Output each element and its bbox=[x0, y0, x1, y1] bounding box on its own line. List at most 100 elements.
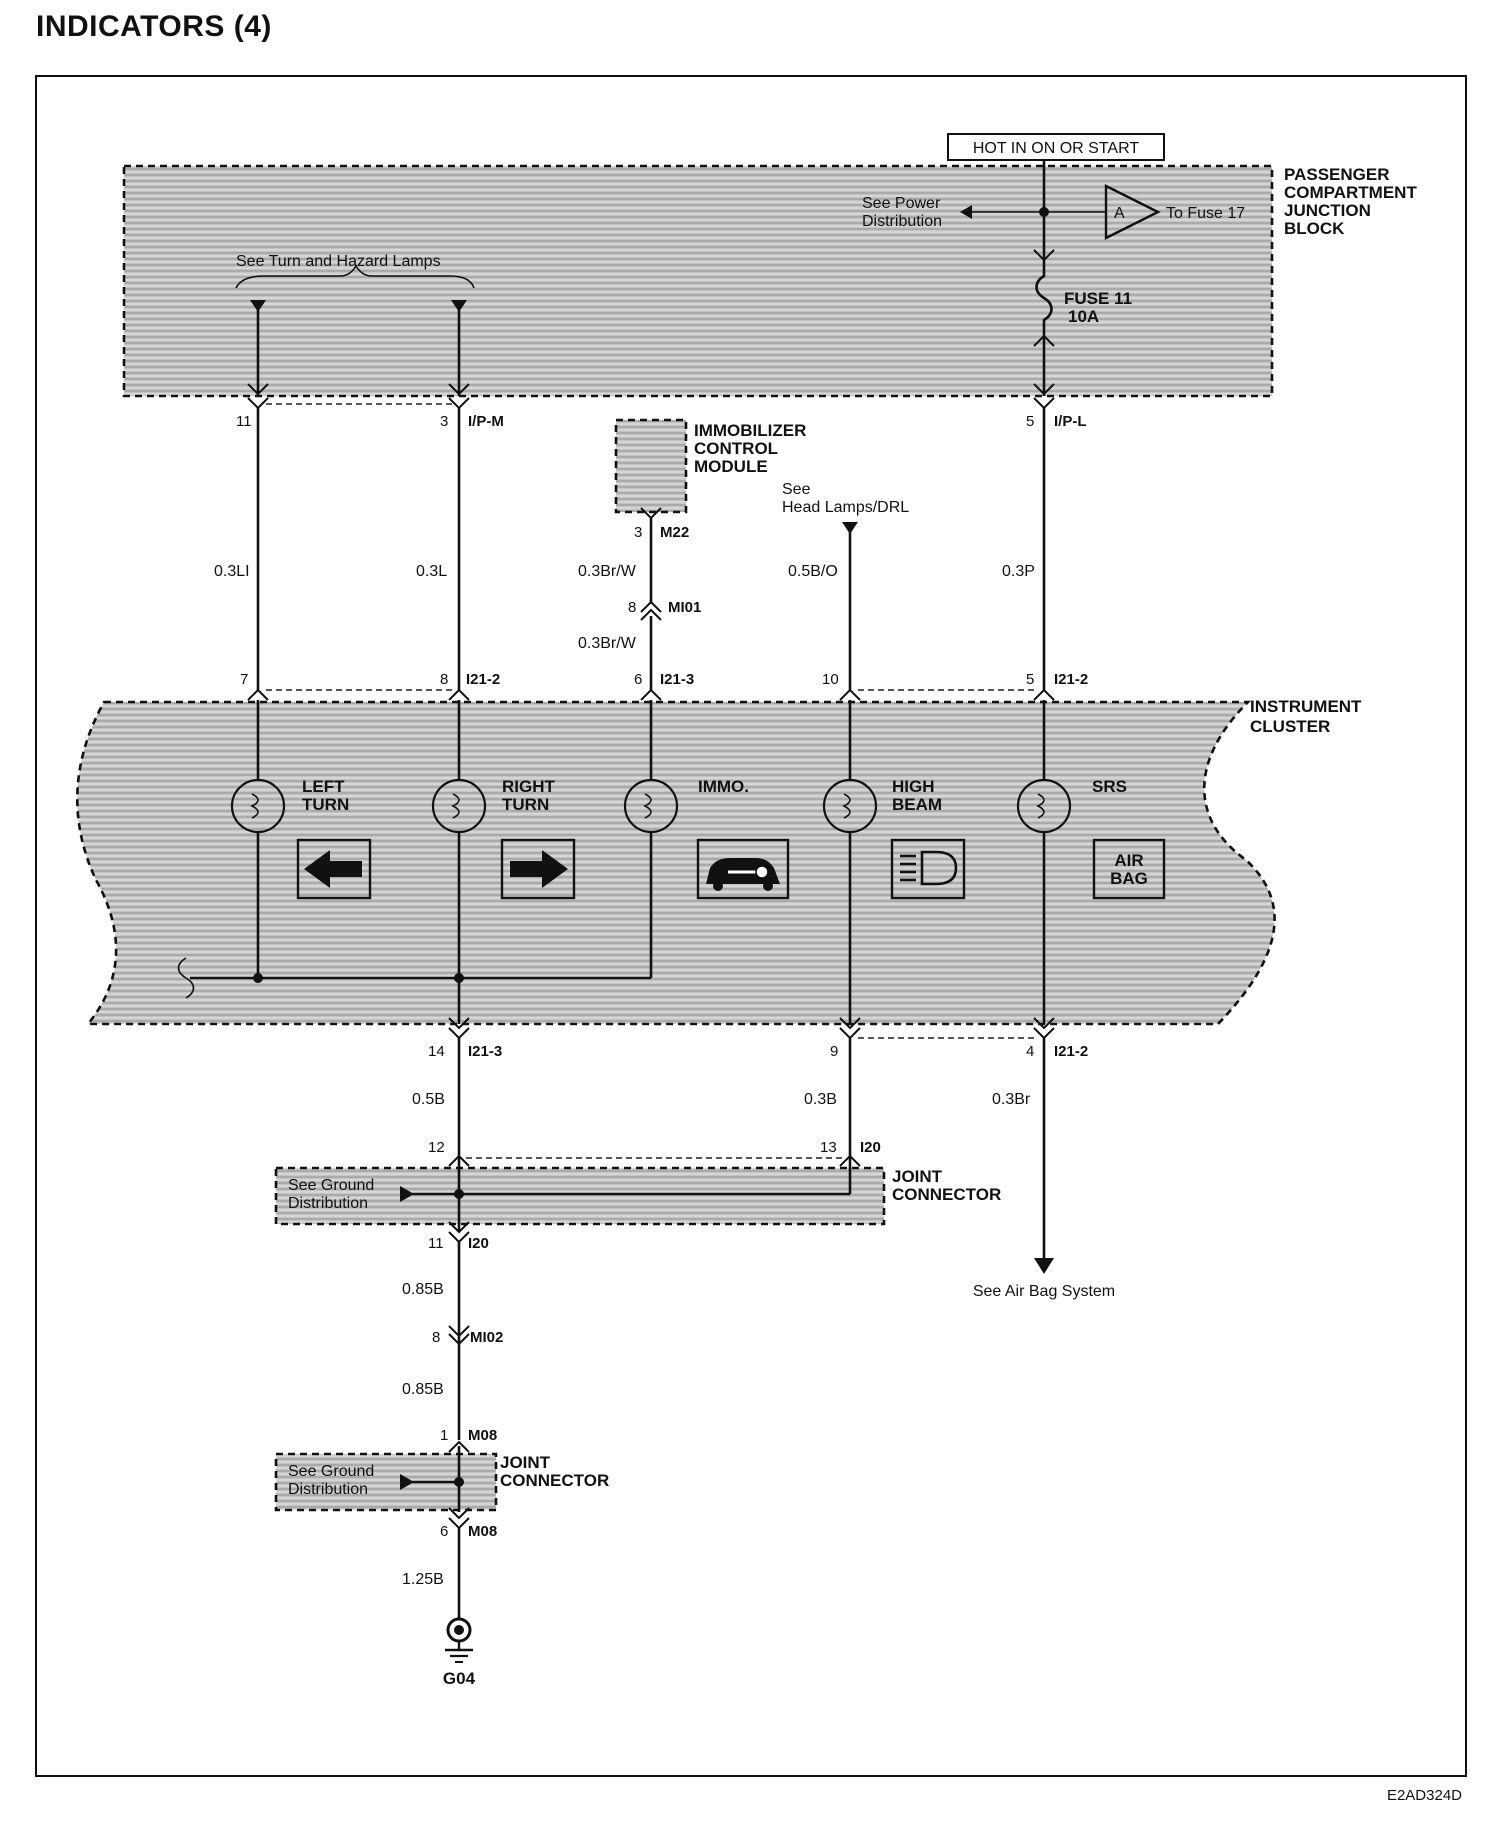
jc2-pin-6: 6 bbox=[440, 1523, 448, 1540]
mi02-pin: 8 bbox=[432, 1329, 440, 1346]
wire-srs-out: 0.3Br bbox=[992, 1091, 1031, 1108]
see-turn-hazard-label: See Turn and Hazard Lamps bbox=[236, 253, 441, 270]
jb-pin-11: 11 bbox=[236, 413, 252, 430]
jc1-pin-13: 13 bbox=[820, 1139, 837, 1156]
cluster-conn-c: I21-2 bbox=[1054, 671, 1088, 688]
cluster-bottom-conn-b: I21-2 bbox=[1054, 1043, 1088, 1060]
jc2-name-2: CONNECTOR bbox=[500, 1471, 609, 1490]
wire-srs: 0.3P bbox=[1002, 563, 1035, 580]
wire-gnd-b: 0.85B bbox=[402, 1281, 444, 1298]
cluster-splice-left bbox=[253, 973, 263, 983]
airbag-system-arrow-icon bbox=[1034, 1258, 1054, 1274]
lamp-highbeam-line2: BEAM bbox=[892, 795, 942, 814]
jb-conn-ipl: I/P-L bbox=[1054, 413, 1087, 430]
immo-name-2: CONTROL bbox=[694, 439, 778, 458]
ground-label: G04 bbox=[443, 1669, 476, 1688]
left-arrow-icon bbox=[296, 838, 372, 900]
wire-gnd-d: 1.25B bbox=[402, 1571, 444, 1588]
jc2-name-1: JOINT bbox=[500, 1453, 551, 1472]
cluster-pin-10: 10 bbox=[822, 671, 839, 688]
wire-immo-upper: 0.3Br/W bbox=[578, 563, 637, 580]
page-title: INDICATORS (4) bbox=[36, 10, 272, 43]
jc1-see-line2: Distribution bbox=[288, 1195, 368, 1212]
high-beam-bulb-icon bbox=[822, 778, 878, 834]
airbag-text-2: BAG bbox=[1110, 869, 1148, 888]
jc2-see-line2: Distribution bbox=[288, 1481, 368, 1498]
wire-right-turn: 0.3L bbox=[416, 563, 447, 580]
immo-pin-3: 3 bbox=[634, 524, 642, 541]
cluster-name-1: INSTRUMENT bbox=[1250, 697, 1362, 716]
airbag-icon: AIR BAG bbox=[1092, 838, 1166, 900]
immo-conn-m22: M22 bbox=[660, 524, 689, 541]
lamp-left-line2: TURN bbox=[302, 795, 349, 814]
triangle-label: A bbox=[1114, 205, 1125, 222]
cluster-bottom-conn-a: I21-3 bbox=[468, 1043, 502, 1060]
see-power-line1: See Power bbox=[862, 195, 941, 212]
right-arrow-icon bbox=[500, 838, 576, 900]
jc1-name-2: CONNECTOR bbox=[892, 1185, 1001, 1204]
jc1-conn-top: I20 bbox=[860, 1139, 881, 1156]
to-fuse-label: To Fuse 17 bbox=[1166, 205, 1245, 222]
cluster-conn-a: I21-2 bbox=[466, 671, 500, 688]
mi02-conn: MI02 bbox=[470, 1329, 503, 1346]
lamp-immo-line1: IMMO. bbox=[698, 777, 749, 796]
see-power-line2: Distribution bbox=[862, 213, 942, 230]
footer-code: E2AD324D bbox=[1387, 1787, 1462, 1804]
jc2-conn-bottom: M08 bbox=[468, 1523, 497, 1540]
jb-pin-5: 5 bbox=[1026, 413, 1034, 430]
power-source-label: HOT IN ON OR START bbox=[973, 140, 1139, 157]
airbag-text-1: AIR bbox=[1114, 851, 1143, 870]
see-power-arrow-icon bbox=[960, 205, 972, 219]
lamp-highbeam-line1: HIGH bbox=[892, 777, 935, 796]
cluster-pin-4: 4 bbox=[1026, 1043, 1034, 1060]
jc1-name-1: JOINT bbox=[892, 1167, 943, 1186]
joint-connector-1 bbox=[274, 1166, 886, 1226]
head-lamps-see: See bbox=[782, 481, 811, 498]
jc2-pin-1: 1 bbox=[440, 1427, 448, 1444]
jc1-conn-bottom: I20 bbox=[468, 1235, 489, 1252]
srs-bulb-icon bbox=[1016, 778, 1072, 834]
junction-block-name-4: BLOCK bbox=[1284, 219, 1345, 238]
cluster-pin-8: 8 bbox=[440, 671, 448, 688]
instrument-cluster bbox=[76, 700, 1276, 1026]
lamp-right-line2: TURN bbox=[502, 795, 549, 814]
cluster-conn-b: I21-3 bbox=[660, 671, 694, 688]
jc2-conn-top: M08 bbox=[468, 1427, 497, 1444]
lamp-right-line1: RIGHT bbox=[502, 777, 556, 796]
car-key-icon bbox=[696, 838, 790, 900]
wire-gnd-c: 0.85B bbox=[402, 1381, 444, 1398]
wire-immo-lower: 0.3Br/W bbox=[578, 635, 637, 652]
jc1-splice bbox=[454, 1189, 464, 1199]
head-lamps-ref: Head Lamps/DRL bbox=[782, 499, 909, 516]
cluster-pin-9: 9 bbox=[830, 1043, 838, 1060]
right-turn-bulb-icon bbox=[431, 778, 487, 834]
junction-block-name-3: JUNCTION bbox=[1284, 201, 1371, 220]
diagram-frame bbox=[35, 75, 1467, 1777]
immo-bulb-icon bbox=[623, 778, 679, 834]
cluster-pin-14: 14 bbox=[428, 1043, 445, 1060]
wire-gnd-a: 0.5B bbox=[412, 1091, 445, 1108]
immo-name-3: MODULE bbox=[694, 457, 768, 476]
ground-symbol-icon bbox=[445, 1617, 473, 1663]
wire-high-beam: 0.5B/O bbox=[788, 563, 838, 580]
immobilizer-module bbox=[614, 418, 688, 514]
cluster-pin-6: 6 bbox=[634, 671, 642, 688]
mi01-conn: MI01 bbox=[668, 599, 701, 616]
fuse-label-1: FUSE 11 bbox=[1064, 289, 1132, 308]
jc2-see-line1: See Ground bbox=[288, 1463, 374, 1480]
left-turn-bulb-icon bbox=[230, 778, 286, 834]
to-fuse-triangle-icon bbox=[1104, 184, 1161, 240]
junction-block-name-2: COMPARTMENT bbox=[1284, 183, 1417, 202]
lamp-left-line1: LEFT bbox=[302, 777, 345, 796]
jb-conn-ipm: I/P-M bbox=[468, 413, 504, 430]
lamp-srs-line1: SRS bbox=[1092, 777, 1127, 796]
cluster-splice-right bbox=[454, 973, 464, 983]
cluster-pin-7: 7 bbox=[240, 671, 248, 688]
junction-block bbox=[122, 164, 1274, 398]
jc1-pin-11: 11 bbox=[428, 1235, 444, 1252]
wire-left-turn: 0.3LI bbox=[214, 563, 250, 580]
power-source-box bbox=[947, 133, 1165, 161]
jc1-pin-12: 12 bbox=[428, 1139, 445, 1156]
high-beam-icon bbox=[890, 838, 966, 900]
